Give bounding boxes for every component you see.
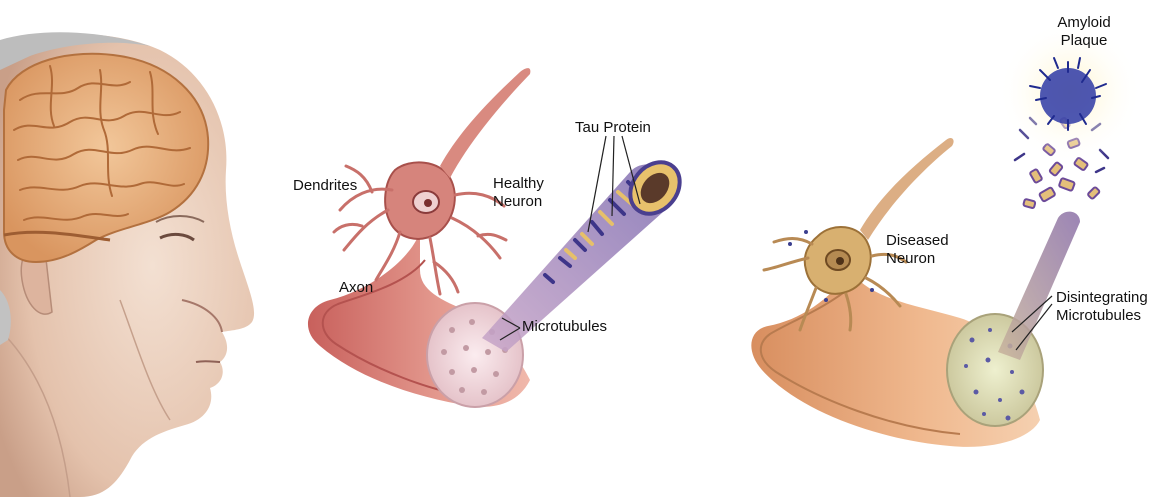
label-dendrites: Dendrites xyxy=(293,177,357,195)
label-amyloid-plaque-line1: Amyloid xyxy=(1050,14,1118,32)
human-head-illustration xyxy=(0,32,254,497)
healthy-neuron-illustration xyxy=(308,68,530,407)
label-diseased-neuron-line2: Neuron xyxy=(886,250,935,268)
label-diseased-neuron-line1: Diseased xyxy=(886,232,949,250)
diseased-neuron-illustration xyxy=(751,138,1043,447)
label-disintegrating-line1: Disintegrating xyxy=(1056,289,1148,307)
label-disintegrating-line2: Microtubules xyxy=(1056,307,1141,325)
label-amyloid-plaque-line2: Plaque xyxy=(1050,32,1118,50)
label-healthy-neuron-line1: Healthy xyxy=(493,175,544,193)
label-microtubules: Microtubules xyxy=(522,318,607,336)
label-healthy-neuron-line2: Neuron xyxy=(493,193,542,211)
label-axon: Axon xyxy=(339,279,373,297)
label-tau-protein: Tau Protein xyxy=(575,119,651,137)
